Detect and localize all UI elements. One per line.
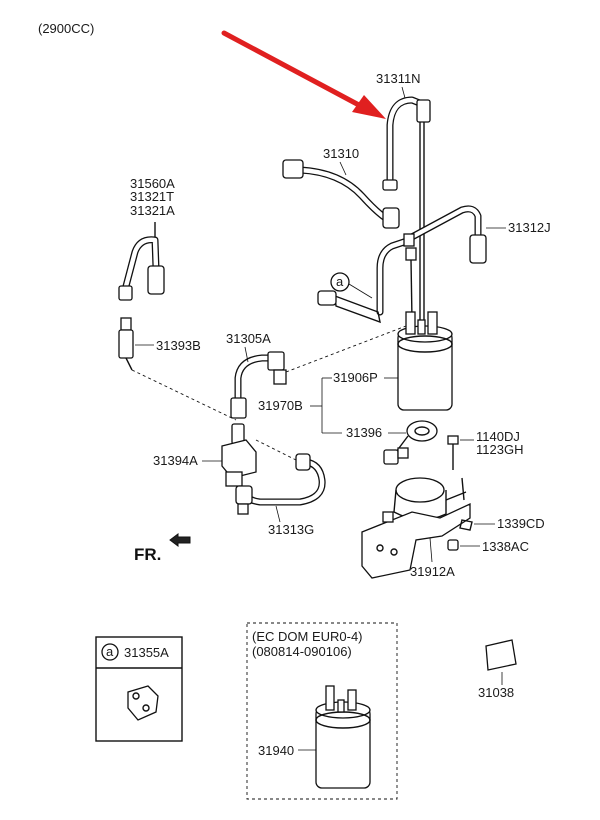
label-1339CD: 1339CD (497, 516, 545, 531)
label-31312J: 31312J (508, 220, 551, 235)
leader-31310 (339, 161, 347, 176)
hose-31310 (282, 159, 400, 229)
label-1338AC: 1338AC (482, 539, 529, 554)
label-1140DJ: 1140DJ (476, 429, 520, 444)
label-31321T: 31321T (130, 189, 174, 204)
leader-31912A (429, 537, 433, 563)
box-31355A-callout-letter: a (106, 644, 114, 659)
label-31396: 31396 (346, 425, 382, 440)
front-arrow-icon (169, 533, 191, 547)
valve-31394A (221, 423, 257, 487)
clip-1339CD (459, 519, 473, 531)
label-31940: 31940 (258, 743, 294, 758)
hose-31305A (230, 351, 287, 419)
bracket-a (317, 290, 381, 324)
variant-line2: (080814-090106) (252, 644, 352, 659)
hose-31560A (118, 222, 165, 301)
leader-31313G (275, 505, 281, 523)
fuel-filter-31940 (315, 685, 371, 789)
label-31311N: 31311N (376, 71, 421, 86)
callout-a-letter: a (336, 274, 344, 289)
sensor-31396 (383, 420, 438, 465)
connect-line-31305A (285, 325, 407, 373)
label-31305A: 31305A (226, 331, 271, 346)
label-31355A: 31355A (124, 645, 169, 660)
label-31560A: 31560A (130, 176, 175, 191)
label-31393B: 31393B (156, 338, 201, 353)
hose-31313G (235, 453, 326, 515)
leader-31970B (310, 377, 342, 434)
connect-line-31394A (255, 439, 301, 463)
leader-31305A (244, 346, 249, 363)
label-plate-31038 (485, 639, 517, 671)
label-31912A: 31912A (410, 564, 455, 579)
callout-a-circle (330, 272, 350, 292)
leader-callout-a (348, 283, 373, 299)
nut-1338AC (447, 539, 459, 551)
bracket-31912A (361, 477, 471, 579)
label-31906P: 31906P (333, 370, 378, 385)
sensor-31393B (118, 317, 134, 371)
label-31310: 31310 (323, 146, 359, 161)
label-31038: 31038 (478, 685, 514, 700)
bolt-1140DJ (447, 435, 459, 470)
connect-line-31393B (131, 369, 237, 421)
pipe-31311N (382, 96, 431, 320)
engine-note: (2900CC) (38, 21, 94, 36)
red-pointer-arrow (221, 30, 386, 119)
fuel-filter-31906P (397, 311, 453, 411)
variant-line1: (EC DOM EUR0-4) (252, 629, 363, 644)
label-1123GH: 1123GH (476, 442, 523, 457)
leader-31311N (401, 86, 406, 99)
label-31394A: 31394A (153, 453, 198, 468)
variant-box (246, 622, 398, 800)
label-31321A: 31321A (130, 203, 175, 218)
box-31355A (95, 636, 183, 742)
front-direction-label: FR. (134, 545, 161, 564)
label-31970B: 31970B (258, 398, 303, 413)
pipe-31312J (376, 205, 487, 321)
label-31313G: 31313G (268, 522, 314, 537)
